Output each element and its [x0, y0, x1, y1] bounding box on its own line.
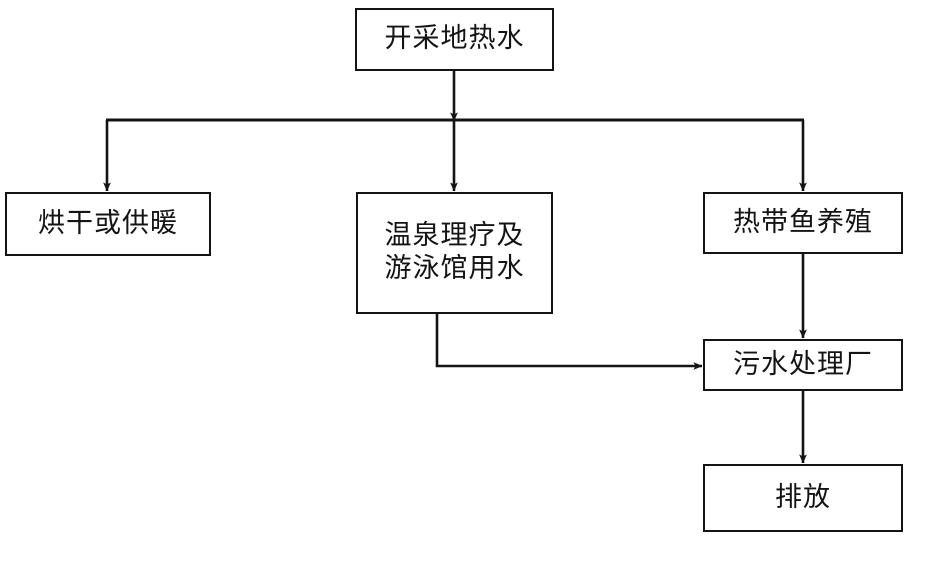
node-sewage-treatment-plant[interactable]: 污水处理厂	[703, 339, 903, 391]
edge-spa-to-sewage	[435, 314, 703, 370]
node-label: 污水处理厂	[733, 348, 873, 380]
node-hot-spring-therapy-and-pool-water[interactable]: 温泉理疗及 游泳馆用水	[356, 192, 553, 314]
node-label: 开采地热水	[384, 23, 525, 55]
node-label: 热带鱼养殖	[733, 206, 873, 238]
node-label: 排放	[775, 481, 831, 513]
node-label: 烘干或供暖	[38, 207, 178, 239]
node-discharge[interactable]: 排放	[703, 464, 903, 532]
node-tropical-fish-farming[interactable]: 热带鱼养殖	[703, 192, 903, 254]
node-extract-geothermal-water[interactable]: 开采地热水	[355, 8, 554, 71]
node-label: 温泉理疗及 游泳馆用水	[384, 220, 525, 284]
node-drying-or-heating[interactable]: 烘干或供暖	[5, 192, 211, 256]
